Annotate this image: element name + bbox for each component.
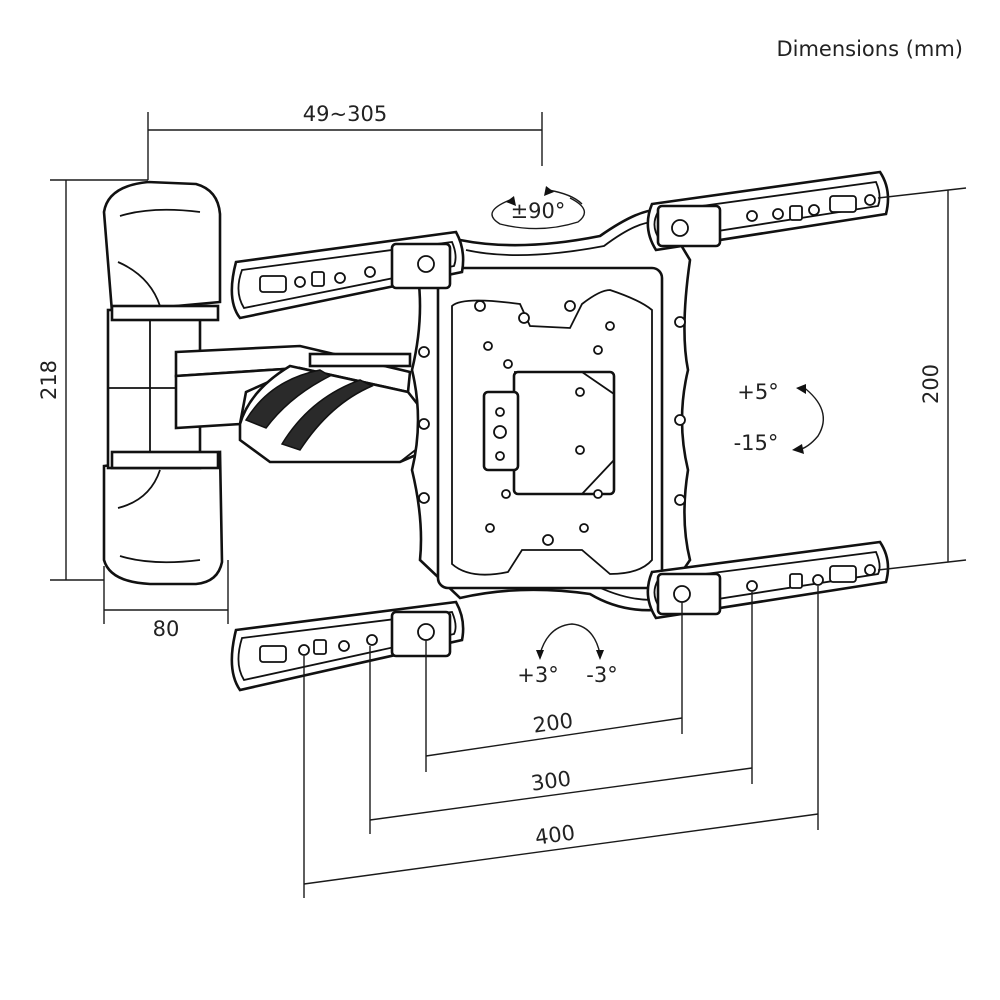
dim-vesa-width-200-label: 200	[532, 708, 575, 737]
rail-bottom-left	[230, 600, 465, 692]
level-arrow-right-icon	[596, 650, 604, 660]
dim-vesa-width-200: 200	[425, 602, 683, 772]
dim-depth: 80	[103, 560, 229, 641]
dim-arm-extension: 49~305	[147, 102, 543, 180]
level-indicator: +3° -3°	[517, 623, 618, 687]
level-plus-label: +3°	[517, 663, 558, 687]
dim-depth-label: 80	[153, 617, 180, 641]
swivel-arrow-right-icon	[544, 186, 554, 196]
wall-plate	[102, 180, 224, 586]
tilt-arrow-down-icon	[792, 444, 804, 454]
dim-height-label: 218	[37, 360, 61, 400]
rail-bottom-right	[646, 540, 890, 620]
tilt-arrow-up-icon	[796, 384, 806, 394]
dim-height: 218	[37, 179, 148, 581]
level-arrow-left-icon	[536, 650, 544, 660]
tv-bracket	[410, 208, 692, 612]
dim-vesa-width-400-label: 400	[534, 820, 577, 849]
tilt-up-label: +5°	[737, 380, 778, 404]
swivel-label: ±90°	[511, 199, 566, 223]
level-minus-label: -3°	[586, 663, 617, 687]
swivel-arrow-left-icon	[506, 196, 516, 206]
swivel-indicator: ±90°	[491, 186, 586, 230]
dim-arm-extension-label: 49~305	[303, 102, 387, 126]
rail-top-right	[646, 170, 890, 252]
dim-vesa-width-300: 300	[369, 592, 753, 834]
swing-arm	[174, 344, 434, 464]
rail-top-left	[230, 230, 465, 320]
dim-vesa-width-300-label: 300	[530, 766, 573, 795]
dim-vesa-height: 200	[877, 187, 967, 571]
tilt-down-label: -15°	[734, 431, 779, 455]
diagram-title: Dimensions (mm)	[776, 37, 963, 61]
dim-vesa-height-label: 200	[919, 364, 943, 404]
tilt-indicator: +5° -15°	[734, 380, 825, 455]
dim-vesa-width-400: 400	[303, 586, 819, 898]
